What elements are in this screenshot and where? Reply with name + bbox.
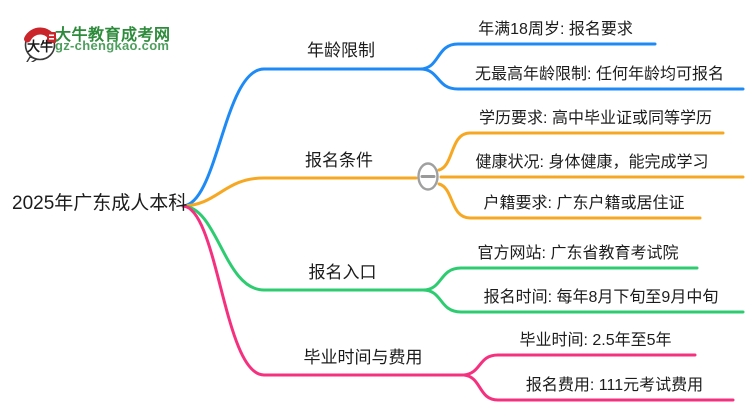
leaf-registration-time[interactable]: 报名时间: 每年8月下旬至9月中旬 bbox=[483, 289, 719, 306]
leaf-no-max-age[interactable]: 无最高年龄限制: 任何年龄均可报名 bbox=[475, 66, 724, 83]
logo-site-domain: gz-chengkao.com bbox=[55, 38, 170, 53]
branch-entry-label[interactable]: 报名入口 bbox=[308, 263, 377, 282]
leaf-education-requirement[interactable]: 学历要求: 高中毕业证或同等学历 bbox=[479, 110, 712, 127]
logo-bubble-icon: 大牛 bbox=[24, 27, 57, 62]
site-logo[interactable]: 大牛 大牛教育成考网 gz-chengkao.com bbox=[10, 12, 180, 62]
branch-time-fee-label[interactable]: 毕业时间与费用 bbox=[303, 348, 423, 367]
leaf-age-requirement[interactable]: 年满18周岁: 报名要求 bbox=[478, 21, 633, 38]
collapse-branch-button[interactable] bbox=[417, 162, 439, 191]
root-topic[interactable]: 2025年广东成人本科 bbox=[12, 193, 188, 214]
leaf-registration-fee[interactable]: 报名费用: 111元考试费用 bbox=[525, 377, 704, 394]
logo-mark-text: 大牛 bbox=[27, 39, 53, 54]
branch-age-limit-label[interactable]: 年龄限制 bbox=[307, 41, 375, 60]
leaf-residence-requirement[interactable]: 户籍要求: 广东户籍或居住证 bbox=[483, 195, 685, 212]
logo-site-name: 大牛教育成考网 bbox=[55, 27, 171, 44]
leaf-official-website[interactable]: 官方网站: 广东省教育考试院 bbox=[477, 245, 679, 262]
branch-conditions-label[interactable]: 报名条件 bbox=[305, 151, 373, 170]
leaf-health-requirement[interactable]: 健康状况: 身体健康，能完成学习 bbox=[475, 154, 709, 171]
leaf-graduation-time[interactable]: 毕业时间: 2.5年至5年 bbox=[519, 332, 672, 349]
